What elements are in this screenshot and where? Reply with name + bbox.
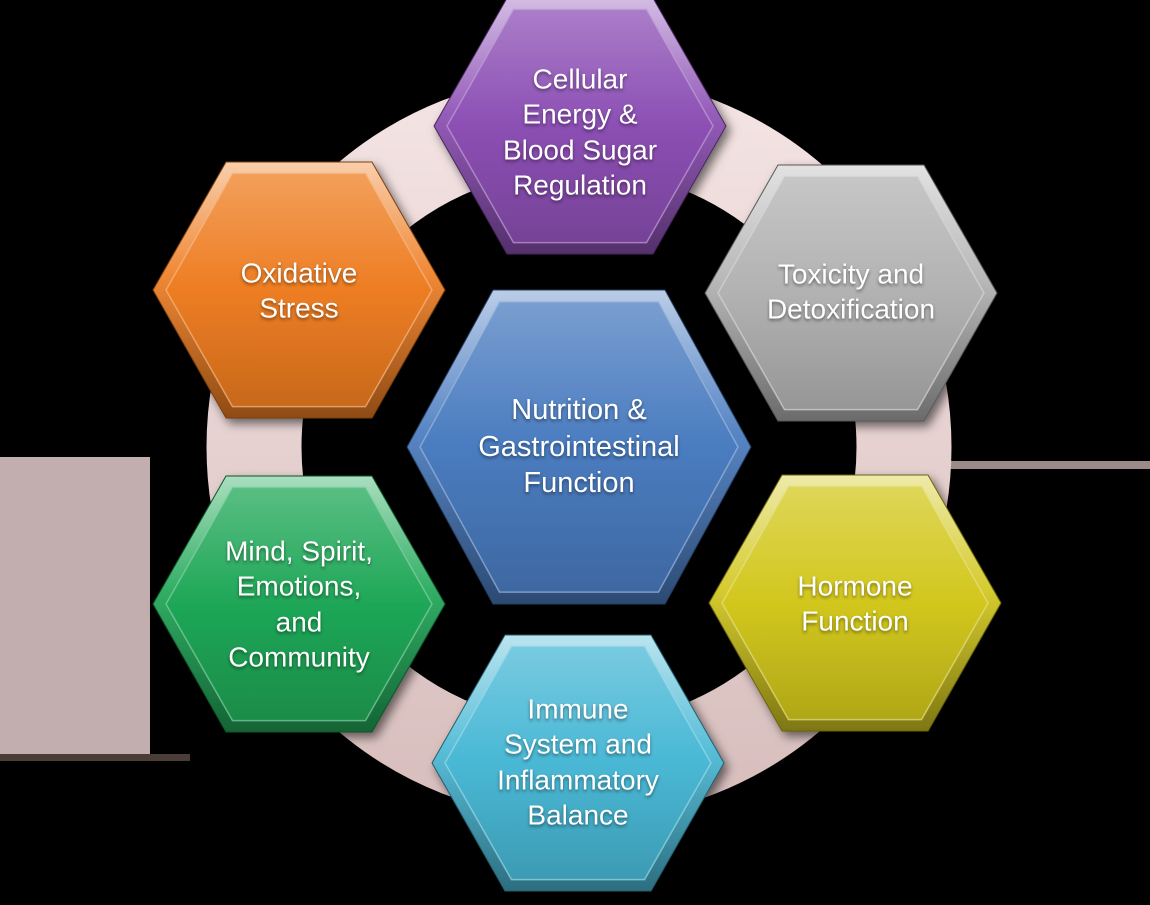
hex-immune-face [444, 645, 712, 881]
hex-toxicity [704, 164, 998, 422]
right-divider-fragment [884, 461, 1150, 469]
hex-toxicity-face [717, 175, 985, 411]
hex-mind-face [165, 486, 433, 722]
left-panel-fragment [0, 457, 150, 755]
hex-immune [431, 634, 725, 892]
hex-nutrition-face [419, 301, 739, 593]
hex-cellular-face [446, 8, 714, 244]
hex-cellular [433, 0, 727, 255]
hex-oxidative [152, 161, 446, 419]
hex-mind [152, 475, 446, 733]
hex-oxidative-face [165, 172, 433, 408]
hex-hormone [708, 474, 1002, 732]
hex-hormone-face [721, 485, 989, 721]
left-panel-border-fragment [0, 754, 190, 761]
hex-nutrition [406, 289, 752, 605]
